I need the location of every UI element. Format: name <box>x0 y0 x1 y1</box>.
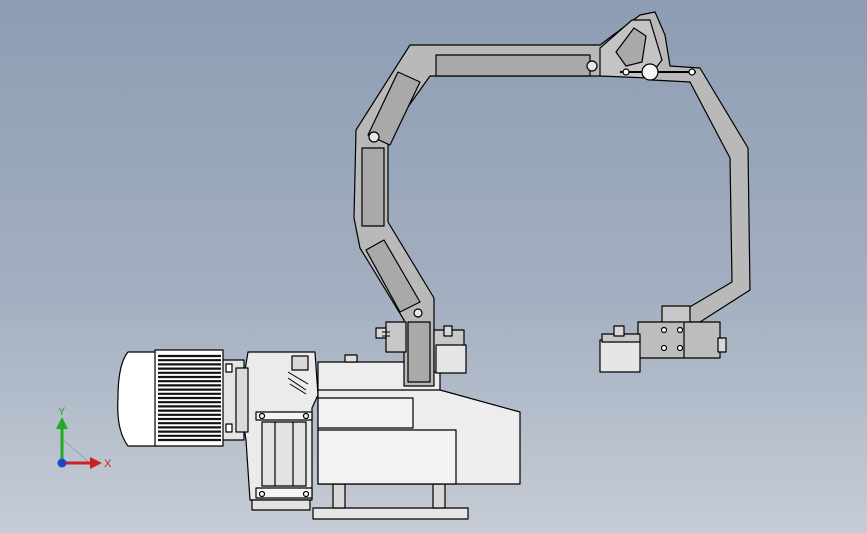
triad-z-axis-dot <box>57 458 67 468</box>
triad-y-label: Y <box>58 406 66 418</box>
pivot-hole-upper <box>368 131 380 143</box>
motor-end-cap <box>117 351 157 447</box>
right-clamp[interactable] <box>599 305 727 373</box>
housing-top-cap <box>344 354 358 363</box>
arm-slot-top <box>435 54 591 77</box>
base-foot-left <box>332 481 346 509</box>
triad-plane-xy <box>61 438 91 464</box>
boom-arm[interactable] <box>353 11 751 387</box>
triad-y-arrow <box>56 417 68 429</box>
coordinate-triad-icon[interactable]: Y X <box>40 405 120 480</box>
base-foot-right <box>432 481 446 509</box>
pivot-hole-lower <box>413 308 423 318</box>
pivot-hole-top <box>586 60 598 72</box>
left-clamp[interactable] <box>375 321 467 374</box>
ball-joint[interactable] <box>641 63 659 81</box>
arm-slot-bottom <box>407 321 431 383</box>
base-plate[interactable] <box>312 507 469 520</box>
triad-x-arrow <box>90 457 102 469</box>
triad-x-label: X <box>104 458 112 470</box>
arm-slot-vertical <box>361 147 385 227</box>
gearbox-flange-bottom <box>251 499 311 511</box>
motor[interactable] <box>117 349 249 447</box>
arm-slot-lower-diagonal <box>365 239 421 313</box>
arm-slot-upper-diagonal <box>367 71 421 146</box>
